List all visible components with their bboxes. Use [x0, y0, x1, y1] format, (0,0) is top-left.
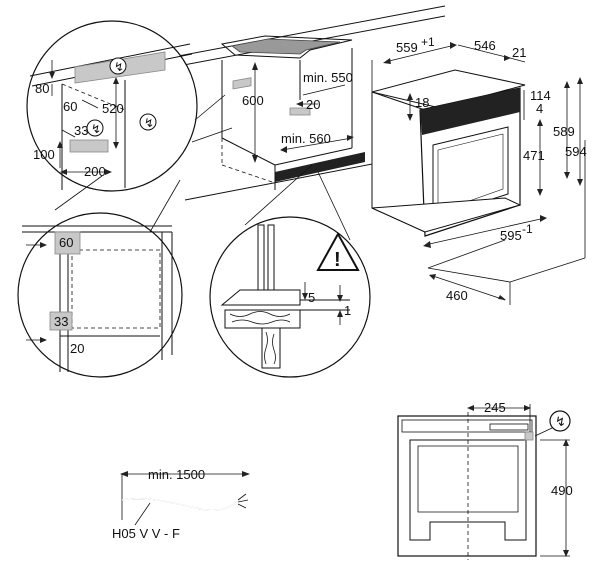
dim-oven-front: 21 [512, 45, 526, 60]
dim-cab-width: min. 560 [281, 131, 331, 146]
dim-oven-depth-tol: +1 [421, 35, 435, 49]
socket-area-2 [289, 107, 311, 116]
dim-oven-inner-height: 471 [523, 148, 545, 163]
dim-corner-33: 33 [54, 314, 68, 329]
svg-text:↯: ↯ [555, 414, 566, 429]
dim-oven-base-depth: 460 [446, 288, 468, 303]
dim-cab-depth: min. 550 [303, 70, 353, 85]
power-icon-back [549, 410, 571, 432]
svg-text:↯: ↯ [91, 122, 101, 136]
back-view: 245 490 ↯ [397, 400, 573, 560]
dim-corner-20: 20 [70, 341, 84, 356]
dim-gap-1: 1 [344, 303, 351, 318]
svg-text:↯: ↯ [144, 116, 154, 130]
dim-cab-height: 600 [242, 93, 264, 108]
dim-back-490: 490 [551, 483, 573, 498]
hob-outline [220, 35, 353, 59]
dim-socket-520: 520 [102, 101, 124, 116]
dim-oven-side: 4 [536, 101, 543, 116]
dim-oven-inner-top: 114 [530, 88, 551, 103]
power-icon-1 [109, 57, 127, 75]
dim-oven-total-height: 594 [565, 144, 587, 159]
dim-oven-top-offset: 18 [415, 95, 429, 110]
hob-cutout [231, 38, 341, 55]
socket-callout: ↯ ↯ ↯ 80 60 520 33 100 200 [26, 20, 233, 192]
dim-oven-body-depth: 546 [474, 38, 496, 53]
dim-oven-body-height: 589 [553, 124, 575, 139]
ventilation-slot [275, 152, 365, 182]
warning-icon [316, 231, 360, 271]
gap-callout: 5 1 ! [209, 164, 371, 378]
socket-area [232, 77, 252, 90]
dim-oven-depth: 559 [396, 40, 418, 55]
dim-socket-200: 200 [84, 164, 106, 179]
dim-gap-5: 5 [308, 290, 315, 305]
cable-type-label: H05 V V - F [112, 526, 180, 541]
dim-socket-33: 33 [74, 123, 88, 138]
power-icon-2 [86, 119, 104, 137]
dim-cab-gap: 20 [306, 97, 320, 112]
kitchen-cabinet: 600 min. 550 20 min. 560 [39, 5, 446, 201]
svg-text:!: ! [334, 249, 341, 271]
dim-socket-100: 100 [33, 147, 55, 162]
dim-oven-width: 595 [500, 228, 522, 243]
dim-corner-60: 60 [59, 235, 73, 250]
dim-socket-60: 60 [63, 99, 77, 114]
corner-callout: 60 33 20 [17, 175, 183, 378]
dim-oven-width-tol: -1 [522, 222, 533, 236]
power-icon-3 [139, 113, 157, 131]
oven-drawing: 559 +1 546 21 18 114 4 471 589 594 [371, 35, 587, 305]
cable-length-label: min. 1500 [148, 467, 205, 482]
svg-text:↯: ↯ [114, 60, 124, 74]
cable-drawing: min. 1500 H05 V V - F [112, 467, 250, 541]
dim-socket-80: 80 [35, 81, 49, 96]
dim-back-245: 245 [484, 400, 506, 415]
